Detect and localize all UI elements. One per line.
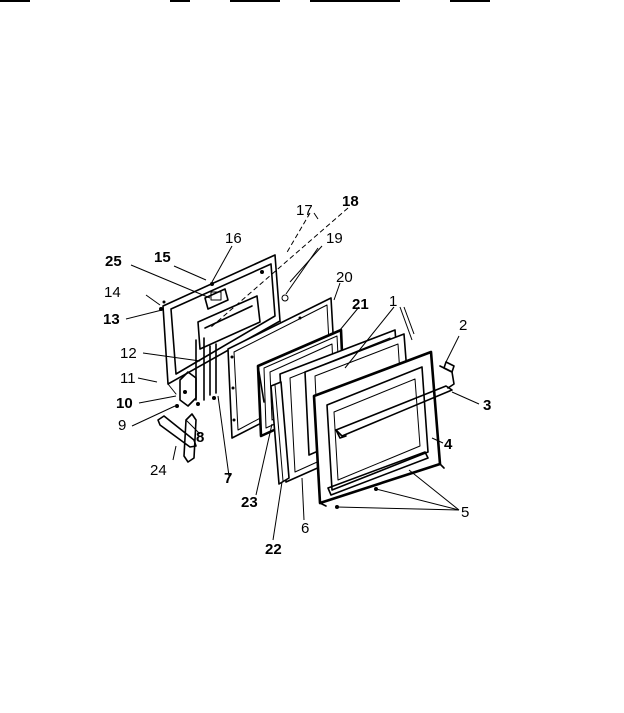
glass-retainer [270,381,290,485]
callout-11: 11 [120,370,136,387]
callout-15: 15 [154,249,171,266]
callout-9: 9 [118,417,126,434]
callout-6: 6 [301,520,309,537]
callout-1: 1 [389,293,397,310]
callout-3: 3 [483,397,491,414]
hinge-arms [157,413,197,463]
callout-13: 13 [103,311,120,328]
callout-22: 22 [265,541,282,558]
callout-2: 2 [459,317,467,334]
callout-19: 19 [326,230,343,247]
callout-14: 14 [104,284,121,301]
callout-8: 8 [196,429,204,446]
callout-24: 24 [150,462,167,479]
callout-17: 17 [296,202,313,219]
callout-labels: 1 2 3 4 5 6 7 8 9 10 11 12 13 14 15 16 1… [103,193,491,558]
callout-5: 5 [461,504,469,521]
outer-door-frame [312,350,445,507]
callout-21: 21 [352,296,369,313]
callout-25: 25 [105,253,122,270]
callout-20: 20 [336,269,353,286]
leader-lines [125,207,480,541]
door-hinges [179,337,217,407]
callout-12: 12 [120,345,137,362]
callout-4: 4 [444,436,453,453]
handle-screw [443,361,455,373]
callout-7: 7 [224,470,232,487]
callout-18: 18 [342,193,359,210]
callout-10: 10 [116,395,133,412]
callout-23: 23 [241,494,258,511]
callout-16: 16 [225,230,242,247]
